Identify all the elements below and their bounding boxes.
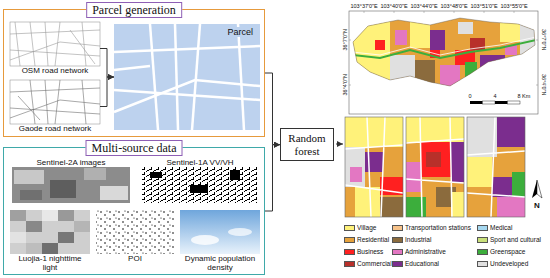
legend-text: Industrial — [405, 236, 431, 244]
image-caption: Luojia-1 nighttime light — [10, 254, 90, 272]
legend-item: Business — [344, 248, 383, 256]
image-panel: Gaode road network — [10, 80, 100, 133]
image-caption: OSM road network — [10, 66, 100, 75]
image-panel: Parcel — [114, 24, 260, 130]
box-label: Random forest — [284, 132, 330, 157]
legend-swatch — [344, 237, 355, 243]
image-label: Parcel — [225, 27, 255, 37]
image-caption: Dynamic population density — [180, 254, 260, 272]
map-label: 8 Km — [518, 94, 531, 100]
legend-item: Medical — [477, 224, 512, 232]
legend-swatch — [392, 249, 403, 255]
map-label: 103°55'0"E — [501, 4, 528, 10]
panel-title: Parcel generation — [86, 2, 182, 18]
legend-text: Commercial — [357, 260, 392, 268]
legend-swatch — [392, 237, 403, 243]
legend-item: Village — [344, 224, 376, 232]
connector-arrow — [265, 73, 280, 145]
image-panel: Sentinel-2A images — [12, 158, 130, 203]
image-panel: Dynamic population density — [180, 210, 260, 272]
map-label: 103°51'0"E — [471, 4, 498, 10]
map-label: 103°37'0"E — [351, 4, 378, 10]
image-caption: POI — [96, 254, 174, 263]
map-label: 0 — [469, 94, 472, 100]
legend-text: Medical — [490, 224, 512, 232]
legend-swatch — [344, 261, 355, 267]
map-label: 103°44'0"E — [411, 4, 438, 10]
map-label: 103°48'0"E — [441, 4, 468, 10]
legend-text: Transportation stations — [405, 224, 471, 232]
legend-swatch — [477, 225, 488, 231]
legend-item: Greenspace — [477, 248, 525, 256]
legend-text: Undeveloped — [490, 260, 528, 268]
north-label: N — [534, 202, 540, 210]
legend-item: Industrial — [392, 236, 431, 244]
connector-arrow — [265, 145, 280, 211]
image-panel: OSM road network — [10, 22, 100, 75]
legend-item: Sport and cultural — [477, 236, 541, 244]
legend-swatch — [477, 261, 488, 267]
legend-text: Greenspace — [490, 248, 525, 256]
legend-text: Business — [357, 248, 383, 256]
legend-text: Residential — [357, 236, 389, 244]
map-label: 103°40'0"E — [381, 4, 408, 10]
legend-text: Administrative — [405, 248, 446, 256]
image-caption: Sentinel-1A VV/VH — [142, 158, 258, 167]
connector-arrow — [100, 77, 114, 107]
legend-swatch — [392, 225, 403, 231]
panel-title: Multi-source data — [86, 140, 183, 156]
legend-item: Educational — [392, 260, 439, 268]
legend-swatch — [477, 249, 488, 255]
coordinate-label: 36°7'0"N — [342, 29, 348, 50]
process-box: Random forest — [280, 128, 334, 161]
legend-item: Administrative — [392, 248, 446, 256]
image-panel: Luojia-1 nighttime light — [10, 210, 90, 272]
legend-swatch — [344, 249, 355, 255]
image-panel: POI — [96, 210, 174, 263]
coordinate-label: 36°4'0"N — [342, 74, 348, 95]
legend-item: Residential — [344, 236, 389, 244]
legend-text: Sport and cultural — [490, 236, 541, 244]
image-panel: Sentinel-1A VV/VH — [142, 158, 258, 203]
legend-swatch — [344, 225, 355, 231]
legend-swatch — [392, 261, 403, 267]
coordinate-label: 36°4'0"N — [540, 74, 546, 95]
legend-item: Transportation stations — [392, 224, 471, 232]
legend-item: Commercial — [344, 260, 392, 268]
panel-group: Parcel generationOSM road networkGaode r… — [3, 9, 265, 137]
image-caption: Sentinel-2A images — [12, 158, 130, 167]
legend-text: Village — [357, 224, 376, 232]
image-caption: Gaode road network — [10, 124, 100, 133]
panel-group: Multi-source dataSentinel-2A imagesSenti… — [3, 147, 265, 275]
legend-text: Educational — [405, 260, 439, 268]
legend-swatch — [477, 237, 488, 243]
coordinate-label: 36°7'0"N — [540, 29, 546, 50]
legend-item: Undeveloped — [477, 260, 528, 268]
connector-arrow — [100, 49, 114, 78]
map-label: 4 — [494, 94, 497, 100]
